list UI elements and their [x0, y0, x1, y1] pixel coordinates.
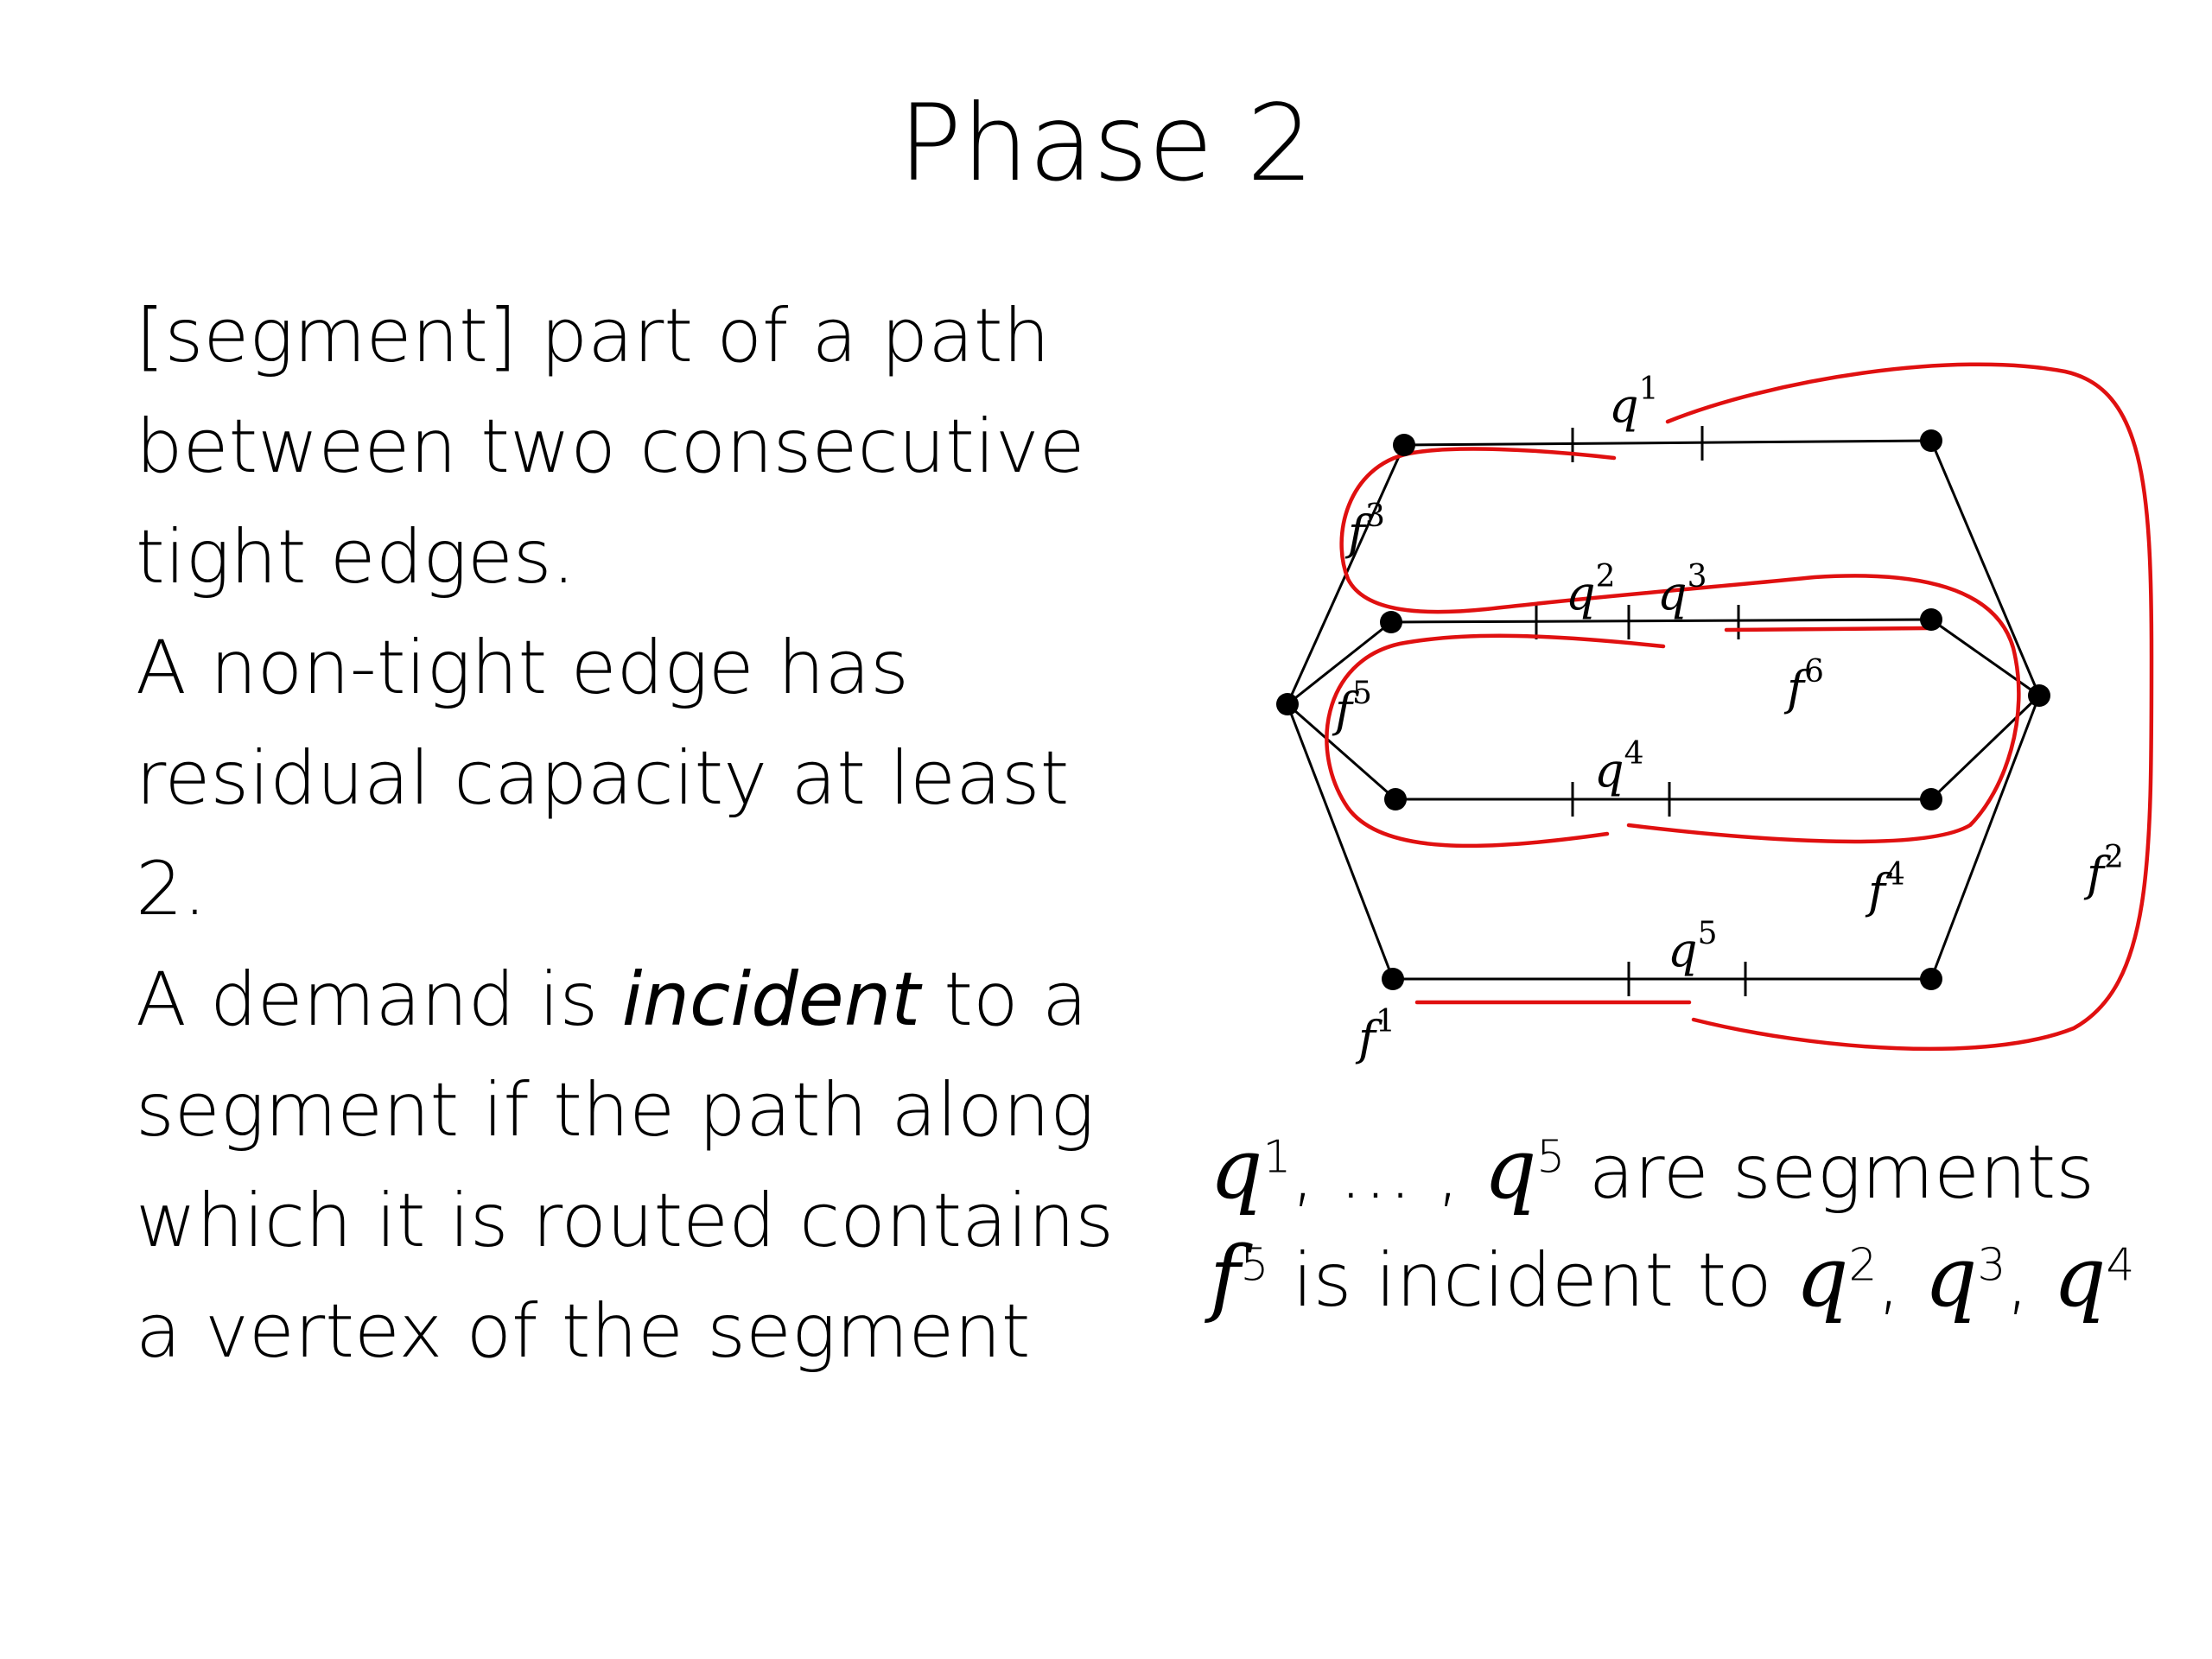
label-q1: q1 [1609, 372, 1658, 433]
vertex [1380, 611, 1402, 633]
line-pre: A demand is [136, 957, 622, 1043]
edge-top [1403, 439, 1932, 447]
line: [segment] part of a path [136, 293, 1051, 379]
path-f6 [1724, 626, 1929, 632]
math-q: q [2052, 1229, 2107, 1325]
label-f1: f1 [1355, 1004, 1395, 1065]
ellipsis: , … , [1291, 1129, 1484, 1216]
emphasis-incident: incident [621, 957, 920, 1043]
line: a vertex of the segment [136, 1288, 1031, 1375]
superscript: 2 [1848, 1239, 1878, 1292]
edge-right-lower [1929, 694, 2041, 801]
paragraph-incident-definition: A demand is incident to a segment if the… [136, 944, 1147, 1387]
vertex [1382, 968, 1404, 990]
vertex [1920, 968, 1942, 990]
graph-edges [1286, 426, 2041, 996]
math-q: q [1924, 1229, 1978, 1325]
line: A non-tight edge has [136, 625, 909, 711]
label-q2: q2 [1566, 559, 1615, 620]
path-f5 [1325, 633, 1666, 849]
caption-segments: q1, … , q5 are segments [1210, 1128, 2094, 1211]
line: which it is routed contains [136, 1178, 1115, 1264]
caption-text: are segments [1565, 1129, 2095, 1216]
vertex [1384, 788, 1407, 810]
label-q3: q3 [1657, 559, 1707, 620]
edge-right-upper [1930, 618, 2040, 697]
label-f4: f4 [1865, 857, 1905, 918]
math-q: q [1210, 1121, 1263, 1217]
vertex [1920, 608, 1942, 631]
label-f5: f5 [1332, 676, 1372, 737]
label-q5: q5 [1668, 916, 1717, 977]
edge-left-lower [1287, 702, 1396, 801]
line: 2. [136, 846, 207, 932]
edge-left-upper [1287, 620, 1392, 706]
edge-upper-middle [1390, 618, 1932, 624]
line-post: to a [919, 957, 1088, 1043]
vertex [1276, 693, 1299, 715]
caption-text: is incident to [1268, 1237, 1796, 1324]
vertex [1920, 788, 1942, 810]
math-f: f [1210, 1229, 1241, 1325]
routed-paths [1325, 362, 2154, 1052]
diagram-labels: q1 q2 q3 q4 q5 f1 f2 f3 f4 f5 f6 [1332, 372, 2124, 1065]
graph-vertices [1276, 429, 2050, 990]
separator: , [2005, 1237, 2053, 1324]
label-f2: f2 [2083, 840, 2124, 901]
body-text: [segment] part of a path between two con… [136, 281, 1147, 1387]
slide-title: Phase 2 [898, 82, 1314, 205]
label-q4: q4 [1594, 736, 1643, 798]
paragraph-segment-definition: [segment] part of a path between two con… [136, 281, 1147, 613]
line: tight edges. [136, 514, 575, 601]
superscript: 1 [1262, 1131, 1292, 1184]
vertex [2028, 684, 2050, 707]
path-f3 [1339, 447, 2021, 844]
superscript: 5 [1240, 1239, 1269, 1292]
vertex [1393, 434, 1415, 456]
separator: , [1877, 1237, 1925, 1324]
superscript: 3 [1977, 1239, 2006, 1292]
edge-right-bottom [1929, 695, 2041, 980]
vertex [1920, 429, 1942, 452]
line: between two consecutive [136, 404, 1085, 490]
paragraph-non-tight-edge: A non-tight edge has residual capacity a… [136, 613, 1147, 944]
caption-incident: f5 is incident to q2, q3, q4 [1210, 1236, 2134, 1319]
label-f3: f3 [1344, 499, 1385, 560]
label-f6: f6 [1783, 654, 1824, 715]
edge-left-bottom [1286, 703, 1395, 980]
math-q: q [1796, 1229, 1849, 1325]
superscript: 5 [1536, 1131, 1566, 1184]
math-q: q [1483, 1121, 1537, 1217]
line: residual capacity at least [136, 735, 1070, 822]
path-f2 [1665, 362, 2154, 1052]
line: segment if the path along [136, 1067, 1095, 1154]
superscript: 4 [2106, 1239, 2135, 1292]
edge-right-top [1929, 440, 2041, 696]
